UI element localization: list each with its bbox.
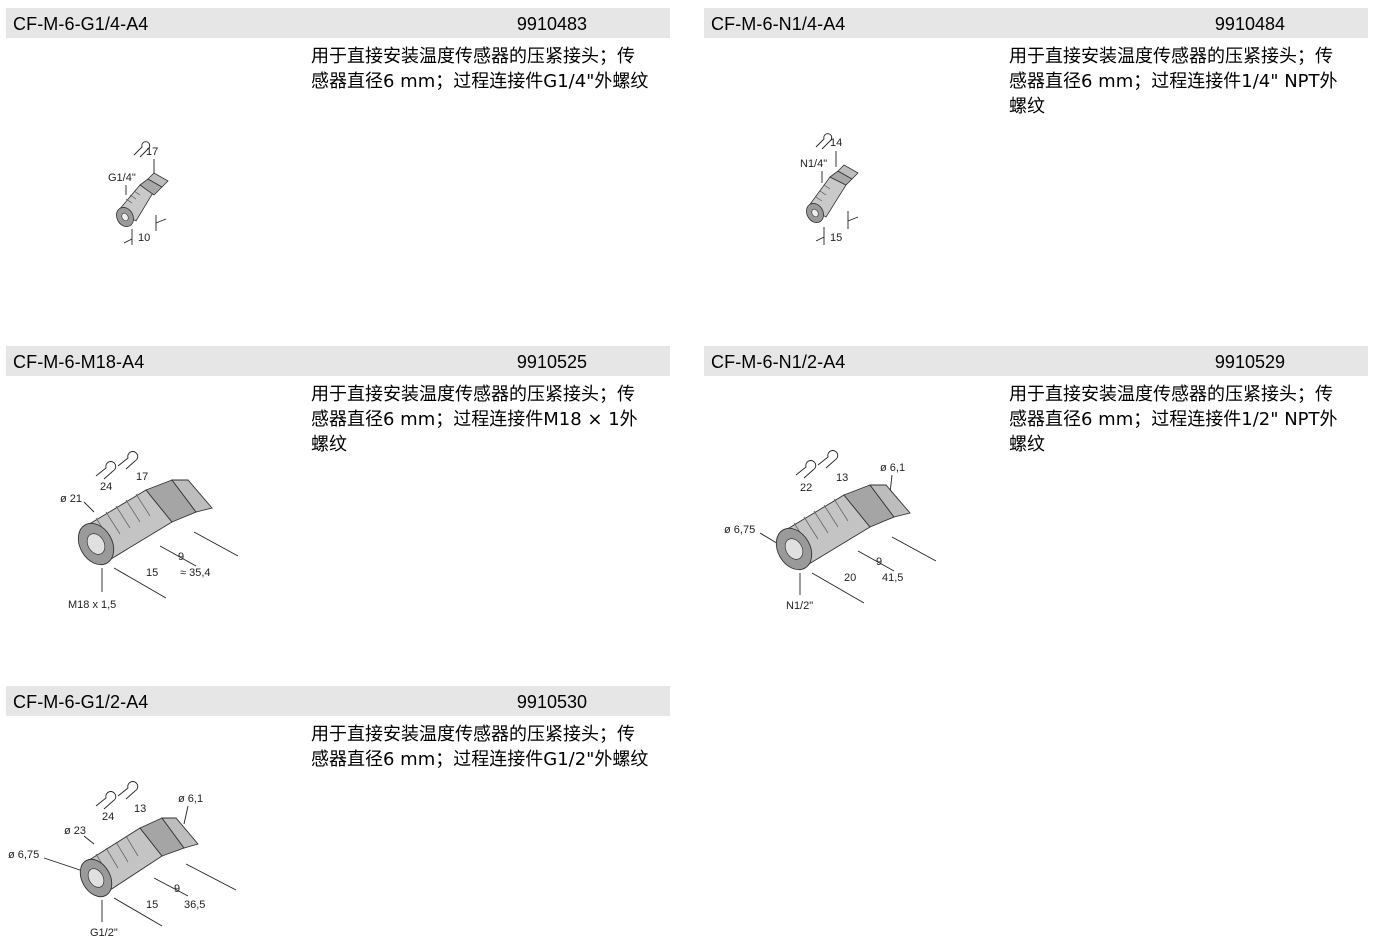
product-card: CF-M-6-N1/2-A4 9910529 用于直接安装温度传感器的压紧接头；…: [704, 346, 1368, 612]
product-header: CF-M-6-N1/2-A4 9910529: [704, 346, 1368, 376]
total-length-label: ≈ 35,4: [180, 567, 211, 579]
wrench-size-label: 13: [836, 472, 848, 484]
wrench-icon: [817, 450, 839, 469]
wrench-size-label: 14: [830, 137, 842, 149]
product-description: 用于直接安装温度传感器的压紧接头；传感器直径6 mm；过程连接件1/2" NPT…: [1009, 384, 1338, 455]
product-drawing: 22 13 ø 6,1 ø 6,75 N1/2" 20 9 41,5: [724, 441, 954, 621]
product-title: CF-M-6-M18-A4: [13, 352, 145, 372]
product-code: 9910483: [516, 14, 587, 34]
product-description: 用于直接安装温度传感器的压紧接头；传感器直径6 mm；过程连接件M18 × 1外…: [311, 384, 638, 455]
product-card: CF-M-6-M18-A4 9910525 用于直接安装温度传感器的压紧接头；传…: [6, 346, 670, 611]
product-title: CF-M-6-N1/2-A4: [711, 352, 846, 372]
product-card: CF-M-6-N1/4-A4 9910484 用于直接安装温度传感器的压紧接头；…: [704, 8, 1368, 245]
thread-label: N1/2": [786, 600, 813, 612]
length-a-label: 20: [844, 572, 856, 584]
wrench-icon: [133, 141, 151, 158]
product-code: 9910530: [516, 692, 587, 712]
total-length-label: 36,5: [184, 899, 205, 911]
length-b-label: 9: [178, 551, 184, 563]
product-title: CF-M-6-N1/4-A4: [711, 14, 846, 34]
product-title: CF-M-6-G1/2-A4: [13, 692, 149, 712]
wrench-size-label: 17: [136, 471, 148, 483]
thread-label: G1/4": [108, 172, 136, 184]
product-header: CF-M-6-N1/4-A4 9910484: [704, 8, 1368, 38]
product-description: 用于直接安装温度传感器的压紧接头；传感器直径6 mm；过程连接件G1/2"外螺纹: [311, 724, 649, 770]
product-code: 9910525: [516, 352, 587, 372]
thread-label: M18 x 1,5: [68, 599, 116, 611]
wrench-icon: [795, 460, 817, 479]
product-header: CF-M-6-G1/4-A4 9910483: [6, 8, 670, 38]
product-drawing: 17 G1/4" 10: [96, 133, 206, 248]
length-a-label: 15: [146, 567, 158, 579]
length-label: 15: [830, 232, 842, 244]
length-b-label: 9: [174, 883, 180, 895]
wrench-icon: [117, 781, 139, 800]
fitting-body: [775, 484, 911, 571]
product-code: 9910529: [1214, 352, 1285, 372]
thread-label: N1/4": [800, 158, 827, 170]
product-drawing: 24 13 ø 6,1 ø 23 ø 6,75 G1/2" 15 9: [6, 778, 246, 938]
product-card: CF-M-6-G1/4-A4 9910483 用于直接安装温度传感器的压紧接头；…: [6, 8, 670, 245]
wrench-size-label: 24: [100, 481, 112, 493]
fitting-body: [77, 479, 213, 566]
product-description: 用于直接安装温度传感器的压紧接头；传感器直径6 mm；过程连接件1/4" NPT…: [1009, 46, 1338, 117]
product-title: CF-M-6-G1/4-A4: [13, 14, 149, 34]
product-drawing: 14 N1/4" 15: [794, 133, 904, 253]
length-a-label: 15: [146, 899, 158, 911]
fitting-body: [116, 172, 169, 227]
length-label: 10: [138, 232, 150, 244]
inner-diameter-label: ø 6,75: [724, 524, 755, 536]
diameter-label: ø 21: [60, 493, 82, 505]
wrench-size-label: 22: [800, 482, 812, 494]
wrench-size-label: 24: [102, 811, 114, 823]
fitting-body: [79, 817, 199, 898]
outer-diameter-label: ø 6,1: [880, 462, 905, 474]
length-b-label: 9: [876, 556, 882, 568]
product-code: 9910484: [1214, 14, 1285, 34]
product-card: CF-M-6-G1/2-A4 9910530 用于直接安装温度传感器的压紧接头；…: [6, 686, 670, 938]
total-length-label: 41,5: [882, 572, 903, 584]
wrench-size-label: 13: [134, 803, 146, 815]
product-description: 用于直接安装温度传感器的压紧接头；传感器直径6 mm；过程连接件G1/4"外螺纹: [311, 46, 649, 92]
diameter-label: ø 23: [64, 825, 86, 837]
product-header: CF-M-6-G1/2-A4 9910530: [6, 686, 670, 716]
wrench-icon: [815, 133, 833, 150]
outer-diameter-label: ø 6,1: [178, 793, 203, 805]
fitting-body: [806, 164, 859, 223]
inner-diameter-label: ø 6,75: [8, 849, 39, 861]
wrench-icon: [95, 461, 117, 480]
wrench-icon: [95, 791, 117, 810]
product-drawing: 24 17 ø 21 M18 x 1,5 15 9 ≈ 35,4: [36, 446, 256, 616]
product-header: CF-M-6-M18-A4 9910525: [6, 346, 670, 376]
wrench-icon: [117, 451, 139, 470]
wrench-size-label: 17: [146, 146, 158, 158]
thread-label: G1/2": [90, 927, 118, 938]
